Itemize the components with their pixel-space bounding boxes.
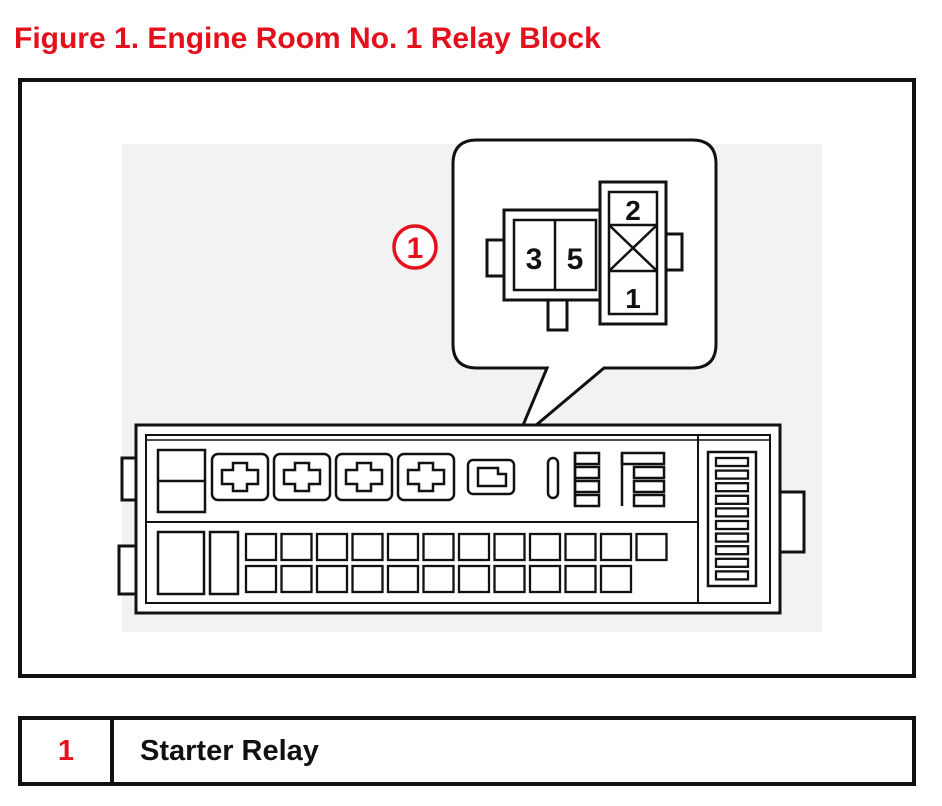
starter-relay-socket [466,458,516,496]
figure-title: Figure 1. Engine Room No. 1 Relay Block [14,22,601,55]
fuse-slot [528,532,562,562]
fuse-row-lower [244,564,633,594]
callout-marker: 1 [392,224,438,270]
fuse-slot [422,564,455,594]
connector-cavity-right [607,190,659,316]
connector-bottom-tab [546,296,569,332]
fuse-slot [564,532,597,562]
small-fuse-slot [546,456,560,500]
pin-label-2: 2 [625,195,641,226]
fuse-slot [351,532,384,562]
relay-socket [396,452,456,502]
column-fuse-slot [714,494,750,505]
column-fuse-slot [714,519,750,531]
relay-socket [272,452,332,502]
fuse-slot [493,564,526,594]
pin-label-5: 5 [567,243,584,276]
callout-marker-circle [392,224,438,270]
column-fuse-slot [714,570,750,581]
fuse-slot [351,564,384,594]
lower-left-slot [208,530,240,596]
fuse-slot [386,532,420,562]
fuse-slot [564,564,597,594]
block-inner-outline [145,434,771,604]
relay-block-body [117,423,806,615]
fuse-slot [599,564,633,594]
pin-label-1: 1 [625,283,641,314]
mini-fuse-stack [620,451,666,508]
fuse-slot [280,532,313,562]
fuse-slot [457,564,491,594]
column-fuse-slot [714,482,750,493]
column-fuse-slot [714,469,750,480]
column-fuse-slot [714,557,750,568]
column-fuse-slot [714,532,750,543]
connector-right-tab [663,232,684,272]
starter-relay-connector: 3 5 2 1 [485,180,684,332]
fuse-slot [315,564,349,594]
column-fuse-slot [714,545,750,556]
fuse-slot [244,532,278,562]
connector-left-tab [485,238,506,278]
fuse-slot [386,564,420,594]
callout-marker-number: 1 [407,232,424,265]
pin-label-3: 3 [526,243,543,276]
fuse-row-upper [244,532,668,562]
legend-table: 1 Starter Relay [18,716,916,786]
fuse-slot [422,532,455,562]
mini-fuse-stack [573,451,601,508]
empty-cavity-cross-b [608,224,658,272]
fuse-slot [493,532,526,562]
fuse-slot [280,564,313,594]
right-fuse-column-slots [714,456,750,581]
fuse-slot [528,564,562,594]
legend-label-cell: Starter Relay [140,734,319,767]
fuse-slot [244,564,278,594]
column-fuse-slot [714,507,750,518]
legend-number-cell: 1 [22,720,114,782]
fuse-slot [635,532,668,562]
diagram-frame: 3 5 2 1 1 [18,78,916,678]
relay-block-diagram: 3 5 2 1 1 [117,138,822,632]
relay-socket [210,452,270,502]
column-fuse-slot [714,456,750,468]
lower-left-slot [156,530,206,596]
fuse-slot [457,532,491,562]
fuse-slot [599,532,633,562]
block-right-tab [778,490,806,554]
fuse-slot [315,532,349,562]
relay-socket [334,452,394,502]
